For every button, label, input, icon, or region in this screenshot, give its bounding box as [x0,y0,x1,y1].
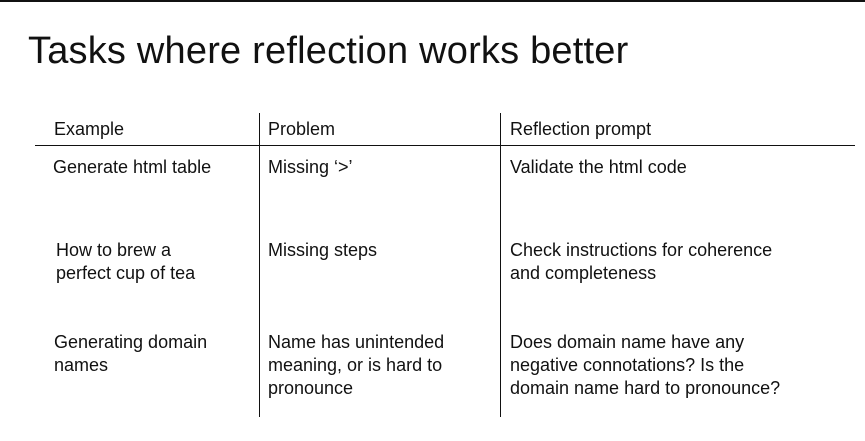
slide-title: Tasks where reflection works better [28,30,629,72]
row-1-prompt: Validate the html code [510,157,687,177]
row-3-prompt-line-3: domain name hard to pronounce? [510,378,781,398]
row-3-problem-line-3: pronounce [268,378,354,398]
column-divider-2 [500,113,501,417]
header-reflection-prompt: Reflection prompt [510,119,652,139]
row-3-prompt-line-1: Does domain name have any [510,332,745,352]
row-2-prompt-line-1: Check instructions for coherence [510,240,773,260]
top-rule [0,0,865,2]
row-2-prompt-line-2: and completeness [510,263,657,283]
row-2-example-line-1: How to brew a [56,240,172,260]
header-example: Example [54,119,125,139]
row-3-example-line-2: names [54,355,109,375]
row-2-example-line-2: perfect cup of tea [56,263,196,283]
row-1-example: Generate html table [53,157,212,177]
row-3-problem-line-1: Name has unintended [268,332,445,352]
column-divider-1 [259,113,260,417]
header-underline [35,145,855,146]
row-3-prompt-line-2: negative connotations? Is the [510,355,745,375]
row-3-problem-line-2: meaning, or is hard to [268,355,443,375]
row-3-example-line-1: Generating domain [54,332,208,352]
header-problem: Problem [268,119,336,139]
row-2-problem: Missing steps [268,240,378,260]
row-1-problem: Missing ‘>’ [268,157,353,177]
